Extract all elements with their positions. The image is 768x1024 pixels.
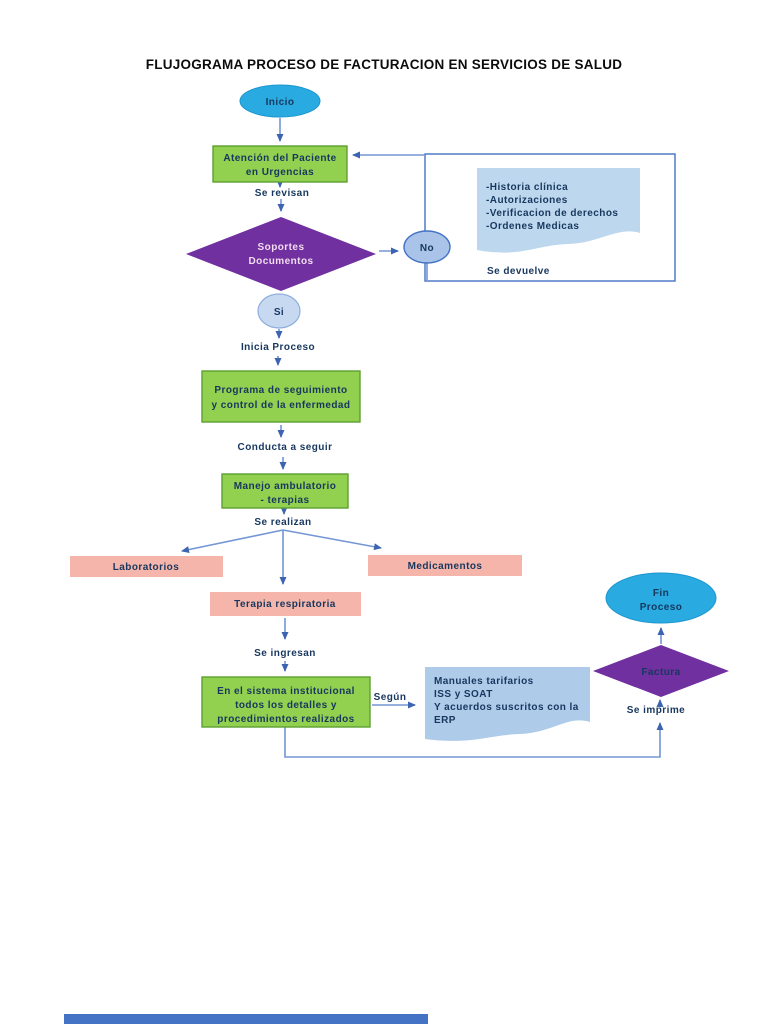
- label-se-revisan: Se revisan: [255, 188, 310, 199]
- label-segun: Según: [374, 692, 407, 703]
- node-medicamentos-shape: [368, 555, 522, 576]
- node-fin-line2: Proceso: [640, 602, 683, 613]
- node-fin-shape: [605, 572, 717, 624]
- label-se-ingresan: Se ingresan: [254, 648, 316, 659]
- node-manuales-line4: ERP: [434, 715, 456, 726]
- node-atencion-line2: en Urgencias: [246, 167, 314, 178]
- label-inicia-proceso: Inicia Proceso: [241, 342, 315, 353]
- node-si-shape: [257, 293, 301, 329]
- return-container-box: [424, 153, 676, 282]
- node-terapia-shape: [210, 592, 361, 616]
- node-documentos-line1: -Historia clínica: [486, 182, 568, 193]
- node-inicio-label: Inicio: [266, 97, 295, 108]
- node-soportes-line1: Soportes: [258, 242, 305, 253]
- node-inicio-shape: [239, 84, 321, 118]
- node-manejo-line2: - terapias: [261, 495, 310, 506]
- node-medicamentos-label: Medicamentos: [408, 561, 483, 572]
- node-si-label: Si: [274, 307, 284, 318]
- node-no-label: No: [420, 243, 434, 254]
- label-se-imprime: Se imprime: [627, 705, 685, 716]
- node-factura-label: Factura: [641, 667, 680, 678]
- node-documentos-shape: [477, 168, 640, 253]
- node-factura-shape: [593, 645, 729, 697]
- node-sistema-line2: todos los detalles y: [235, 700, 337, 711]
- node-soportes-line2: Documentos: [248, 256, 313, 267]
- node-atencion-line1: Atención del Paciente: [223, 153, 336, 164]
- node-programa-shape: [201, 370, 361, 423]
- node-documentos-line3: -Verificacion de derechos: [486, 208, 618, 219]
- label-se-realizan: Se realizan: [254, 517, 311, 528]
- node-laboratorios-shape: [70, 556, 223, 577]
- node-soportes-shape: [186, 217, 376, 291]
- connector-branch-medicamentos: [282, 529, 382, 551]
- node-manejo-shape: [221, 473, 349, 509]
- node-sistema-line3: procedimientos realizados: [217, 714, 354, 725]
- label-conducta: Conducta a seguir: [238, 442, 333, 453]
- node-sistema-line1: En el sistema institucional: [217, 686, 355, 697]
- node-manuales-line1: Manuales tarifarios: [434, 676, 534, 687]
- label-se-devuelve: Se devuelve: [487, 266, 550, 277]
- node-no-shape: [403, 230, 451, 264]
- flowchart-title: FLUJOGRAMA PROCESO DE FACTURACION EN SER…: [146, 57, 623, 72]
- connector-branch-laboratorios: [181, 529, 284, 554]
- node-terapia-label: Terapia respiratoria: [234, 599, 336, 610]
- node-manuales-line2: ISS y SOAT: [434, 689, 493, 700]
- connector-sistema-seimprime: [284, 722, 664, 758]
- node-laboratorios-label: Laboratorios: [113, 562, 180, 573]
- node-atencion-shape: [212, 145, 348, 183]
- node-documentos-line4: -Ordenes Medicas: [486, 221, 579, 232]
- next-page-element-fragment: [64, 1014, 428, 1024]
- node-manejo-line1: Manejo ambulatorio: [234, 481, 337, 492]
- node-sistema-shape: [201, 676, 371, 728]
- node-manuales-shape: [425, 667, 590, 741]
- node-programa-line2: y control de la enfermedad: [212, 400, 351, 411]
- node-manuales-line3: Y acuerdos suscritos con la: [434, 702, 579, 713]
- node-programa-line1: Programa de seguimiento: [214, 385, 347, 396]
- node-documentos-line2: -Autorizaciones: [486, 195, 568, 206]
- node-fin-line1: Fin: [653, 588, 669, 599]
